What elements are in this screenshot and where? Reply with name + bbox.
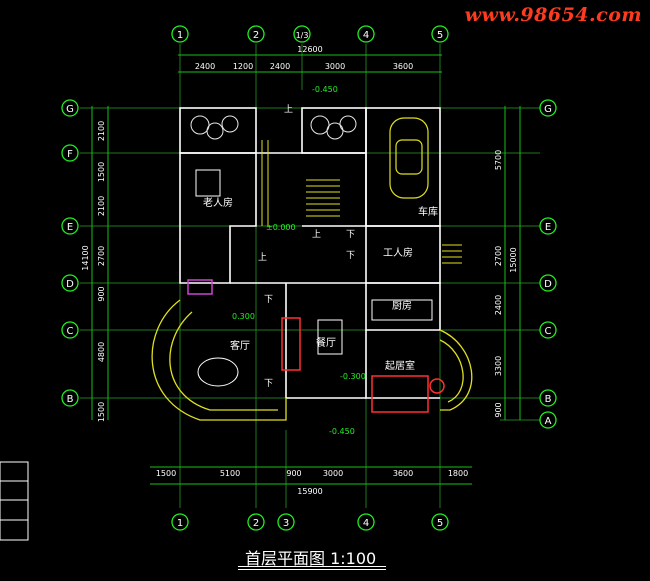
walls: [179, 107, 441, 399]
svg-text:2400: 2400: [270, 62, 290, 71]
svg-text:上: 上: [258, 252, 267, 263]
svg-text:5100: 5100: [220, 469, 240, 478]
svg-text:3600: 3600: [393, 469, 413, 478]
svg-text:C: C: [67, 326, 74, 337]
drawing-title: 首层平面图 1:100: [245, 549, 377, 568]
svg-text:3600: 3600: [393, 62, 413, 71]
svg-text:上: 上: [312, 229, 321, 240]
svg-text:下: 下: [346, 251, 355, 261]
vertical-dimension-values: 2100 1500 2100 2700 900 4800 1500 14100 …: [81, 121, 518, 422]
room-living: 客厅: [230, 339, 250, 352]
svg-text:12600: 12600: [297, 45, 322, 54]
svg-text:F: F: [67, 149, 73, 160]
svg-text:4: 4: [363, 30, 369, 41]
room-elder: 老人房: [203, 196, 233, 209]
svg-text:下: 下: [346, 230, 355, 240]
svg-text:±0.000: ±0.000: [266, 223, 296, 232]
dimension-lines: [91, 54, 521, 485]
stairs: [261, 140, 462, 264]
axis-markers: [61, 25, 557, 531]
planters: [190, 115, 357, 140]
car-icon: [389, 117, 429, 199]
svg-text:1500: 1500: [97, 402, 106, 422]
svg-text:1500: 1500: [156, 469, 176, 478]
svg-text:5700: 5700: [494, 150, 503, 170]
svg-text:14100: 14100: [81, 245, 90, 270]
svg-text:2: 2: [253, 30, 259, 41]
room-labels: 老人房 车库 工人房 厨房 客厅 餐厅 起居室: [203, 196, 438, 372]
svg-text:1/3: 1/3: [296, 31, 309, 40]
curved-bays: [151, 299, 473, 421]
svg-text:5: 5: [437, 30, 443, 41]
svg-text:3000: 3000: [323, 469, 343, 478]
svg-text:下: 下: [264, 295, 273, 305]
svg-text:3300: 3300: [494, 356, 503, 376]
level-marks: -0.450 ±0.000 0.300 -0.300 -0.450: [232, 85, 366, 436]
title-underline: [238, 566, 386, 567]
svg-text:D: D: [544, 279, 552, 290]
room-family: 起居室: [385, 359, 415, 372]
svg-text:900: 900: [494, 402, 503, 417]
svg-text:上: 上: [284, 104, 293, 115]
svg-text:900: 900: [97, 286, 106, 301]
svg-text:3: 3: [283, 518, 289, 529]
svg-text:2400: 2400: [195, 62, 215, 71]
svg-text:1800: 1800: [448, 469, 468, 478]
svg-text:4800: 4800: [97, 342, 106, 362]
svg-text:2700: 2700: [494, 246, 503, 266]
room-kitchen: 厨房: [392, 299, 412, 312]
svg-text:D: D: [66, 279, 74, 290]
svg-text:15900: 15900: [297, 487, 322, 496]
svg-text:2100: 2100: [97, 121, 106, 141]
watermark: www.98654.com: [464, 4, 642, 26]
svg-text:A: A: [545, 416, 552, 427]
svg-text:2: 2: [253, 518, 259, 529]
svg-text:E: E: [545, 222, 551, 233]
svg-text:B: B: [67, 394, 74, 405]
svg-text:2100: 2100: [97, 196, 106, 216]
stair-marks: 上 上 上 下 下 下 下: [258, 104, 355, 389]
svg-text:E: E: [67, 222, 73, 233]
title-block: [0, 461, 29, 541]
svg-text:0.300: 0.300: [232, 312, 255, 321]
svg-text:2400: 2400: [494, 295, 503, 315]
svg-text:15000: 15000: [509, 247, 518, 272]
title-underline-2: [238, 569, 386, 570]
svg-text:下: 下: [264, 379, 273, 389]
axis-labels: 1 2 1/3 4 5 1 2 3 4 5 G F E D C B G E D …: [66, 30, 552, 529]
svg-text:900: 900: [286, 469, 301, 478]
svg-text:2700: 2700: [97, 246, 106, 266]
svg-text:1: 1: [177, 30, 183, 41]
svg-text:1: 1: [177, 518, 183, 529]
svg-text:-0.450: -0.450: [329, 427, 355, 436]
room-dining: 餐厅: [316, 336, 336, 349]
room-worker: 工人房: [383, 246, 413, 259]
svg-text:5: 5: [437, 518, 443, 529]
svg-text:1200: 1200: [233, 62, 253, 71]
svg-text:G: G: [66, 104, 74, 115]
svg-text:C: C: [545, 326, 552, 337]
room-garage: 车库: [418, 205, 438, 218]
axis-grid: [80, 44, 540, 508]
svg-text:4: 4: [363, 518, 369, 529]
svg-text:B: B: [545, 394, 552, 405]
svg-text:G: G: [544, 104, 552, 115]
dimension-values: 12600 2400 1200 2400 3000 3600 1500 5100…: [156, 45, 468, 496]
svg-text:-0.300: -0.300: [340, 372, 366, 381]
furniture: [187, 169, 445, 413]
svg-text:1500: 1500: [97, 162, 106, 182]
svg-text:3000: 3000: [325, 62, 345, 71]
svg-text:-0.450: -0.450: [312, 85, 338, 94]
